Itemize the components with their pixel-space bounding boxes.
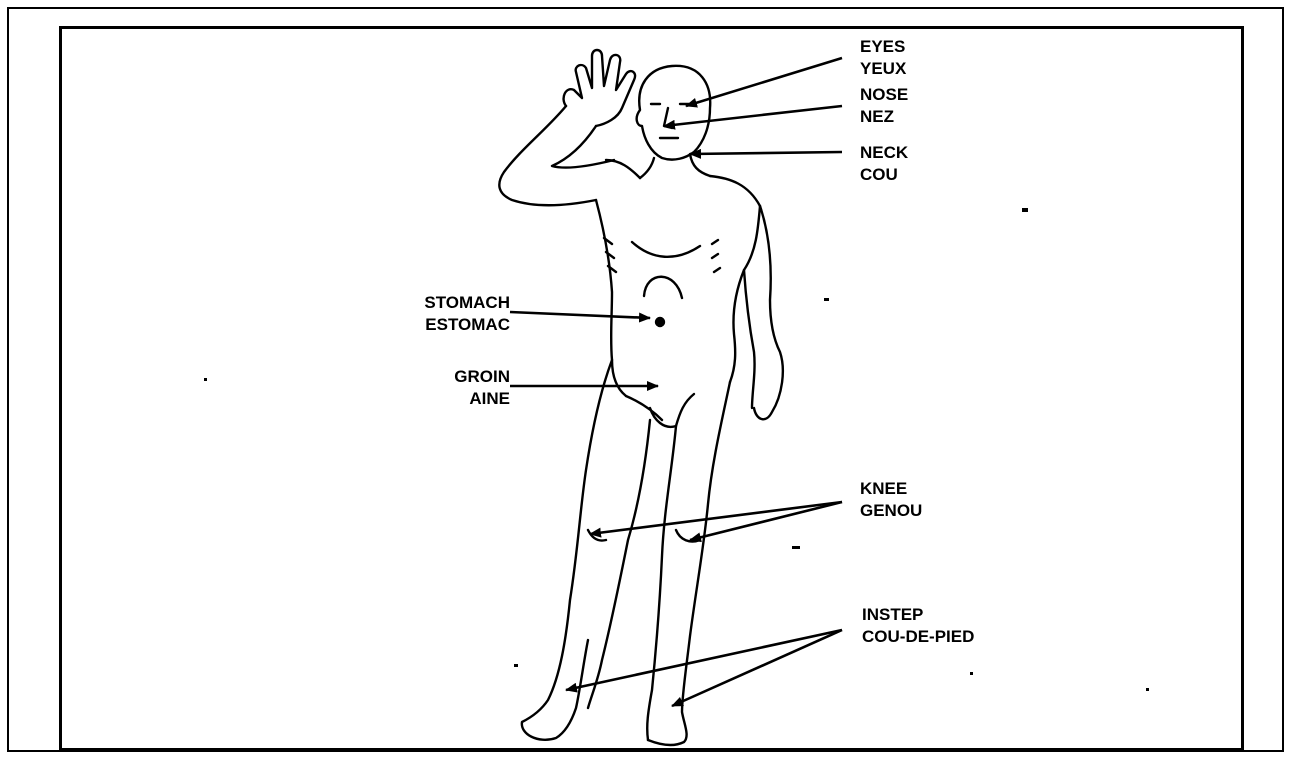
eyes-label: EYES YEUX (860, 36, 906, 80)
shoulder-left (606, 160, 640, 178)
shoulder-right (710, 176, 760, 206)
chest-line (632, 242, 700, 257)
knee-arrow-right (590, 502, 842, 534)
stomach-label: STOMACH ESTOMAC (366, 292, 510, 336)
nose-arrow (664, 106, 842, 126)
neck-left (640, 158, 654, 178)
head-outline (637, 66, 711, 160)
pointer-arrows (510, 58, 842, 706)
neck-arrow (690, 152, 842, 154)
stomach-arrow (510, 312, 650, 318)
eyes-label-en: EYES (860, 36, 906, 58)
stomach-label-en: STOMACH (366, 292, 510, 314)
groin-shape (650, 394, 694, 427)
left-knee-mark (676, 530, 700, 542)
left-leg-inner (647, 426, 676, 740)
hanging-arm-inner (744, 270, 755, 408)
knee-label: KNEE GENOU (860, 478, 922, 522)
instep-label-en: INSTEP (862, 604, 974, 626)
neck-right (690, 154, 710, 176)
stomach-label-fr: ESTOMAC (366, 314, 510, 336)
neck-label-fr: COU (860, 164, 908, 186)
neck-label: NECK COU (860, 142, 908, 186)
raised-arm-inner (552, 126, 614, 168)
navel (656, 318, 664, 326)
groin-label-fr: AINE (366, 388, 510, 410)
groin-label-en: GROIN (366, 366, 510, 388)
eyes-arrow (686, 58, 842, 106)
raised-arm-outer (499, 106, 596, 205)
hip-line (626, 396, 662, 420)
instep-arrow-left (672, 630, 842, 706)
instep-label-fr: COU-DE-PIED (862, 626, 974, 648)
right-leg-inner (588, 420, 650, 708)
rib-marks-right (712, 240, 720, 272)
nose-label-en: NOSE (860, 84, 908, 106)
abdomen-arc (644, 277, 682, 298)
instep-label: INSTEP COU-DE-PIED (862, 604, 974, 648)
knee-label-fr: GENOU (860, 500, 922, 522)
eyes-label-fr: YEUX (860, 58, 906, 80)
left-leg-outer (648, 382, 730, 745)
nose-label: NOSE NEZ (860, 84, 908, 128)
knee-label-en: KNEE (860, 478, 922, 500)
print-specks (204, 208, 1149, 691)
hanging-arm-outer (754, 206, 783, 419)
knee-arrow-left (690, 502, 842, 540)
raised-hand (564, 50, 636, 126)
torso-left (596, 200, 626, 396)
neck-label-en: NECK (860, 142, 908, 164)
groin-label: GROIN AINE (366, 366, 510, 410)
nose-label-fr: NEZ (860, 106, 908, 128)
